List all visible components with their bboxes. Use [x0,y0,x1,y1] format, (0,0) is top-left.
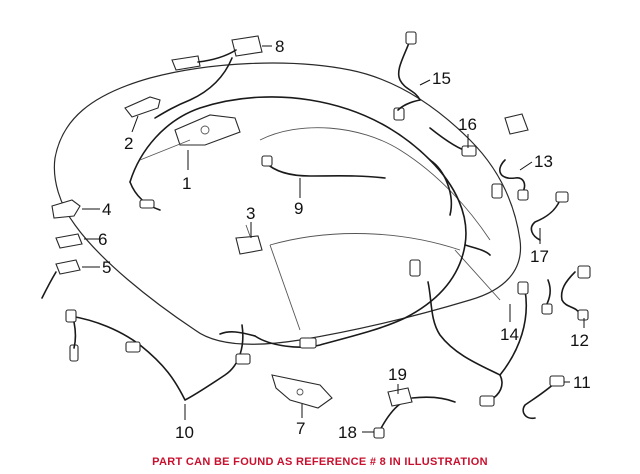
part-18-harness [373,403,401,439]
part-16-sensor [429,113,529,157]
part-12-harness [541,265,591,321]
callout-12: 12 [570,331,589,350]
part-19-bracket [387,387,456,407]
callout-11: 11 [573,373,591,392]
callout-1: 1 [182,174,191,193]
reference-note: PART CAN BE FOUND AS REFERENCE # 8 IN IL… [152,456,488,468]
callout-16: 16 [458,115,477,134]
callout-18: 18 [338,423,357,442]
callout-15: 15 [432,69,451,88]
part-9-harness [261,155,386,179]
part-3-clip [235,224,263,255]
callout-4: 4 [102,200,111,219]
part-7-bracket [271,374,333,409]
part-6-plate [55,233,83,249]
part-4-bracket [51,199,81,219]
callout-13: 13 [534,152,553,171]
part-14-harness [427,281,529,407]
roof-harness [129,96,491,349]
callout-17: 17 [530,247,549,266]
part-8-connector [154,35,263,119]
callout-10: 10 [175,423,194,442]
part-13-harness [491,159,529,201]
callout-labels: 1 2 3 4 5 6 7 8 9 10 11 12 13 14 15 16 1… [98,37,591,442]
part-17-harness [530,191,569,241]
callout-6: 6 [98,230,107,249]
part-5-bracket-with-wire [41,259,81,299]
callout-7: 7 [296,419,305,438]
part-11-harness [522,375,565,420]
callout-9: 9 [294,199,303,218]
callout-14: 14 [500,325,519,344]
callout-8: 8 [275,37,284,56]
part-10-harness [65,309,251,401]
leader-lines [82,45,585,433]
part-1-console [139,114,241,161]
part-15-harness [393,31,421,121]
callout-3: 3 [246,204,255,223]
callout-2: 2 [124,134,133,153]
part-2-cover [124,96,161,118]
roof-outline [53,62,522,345]
callout-5: 5 [102,258,111,277]
callout-19: 19 [388,365,407,384]
